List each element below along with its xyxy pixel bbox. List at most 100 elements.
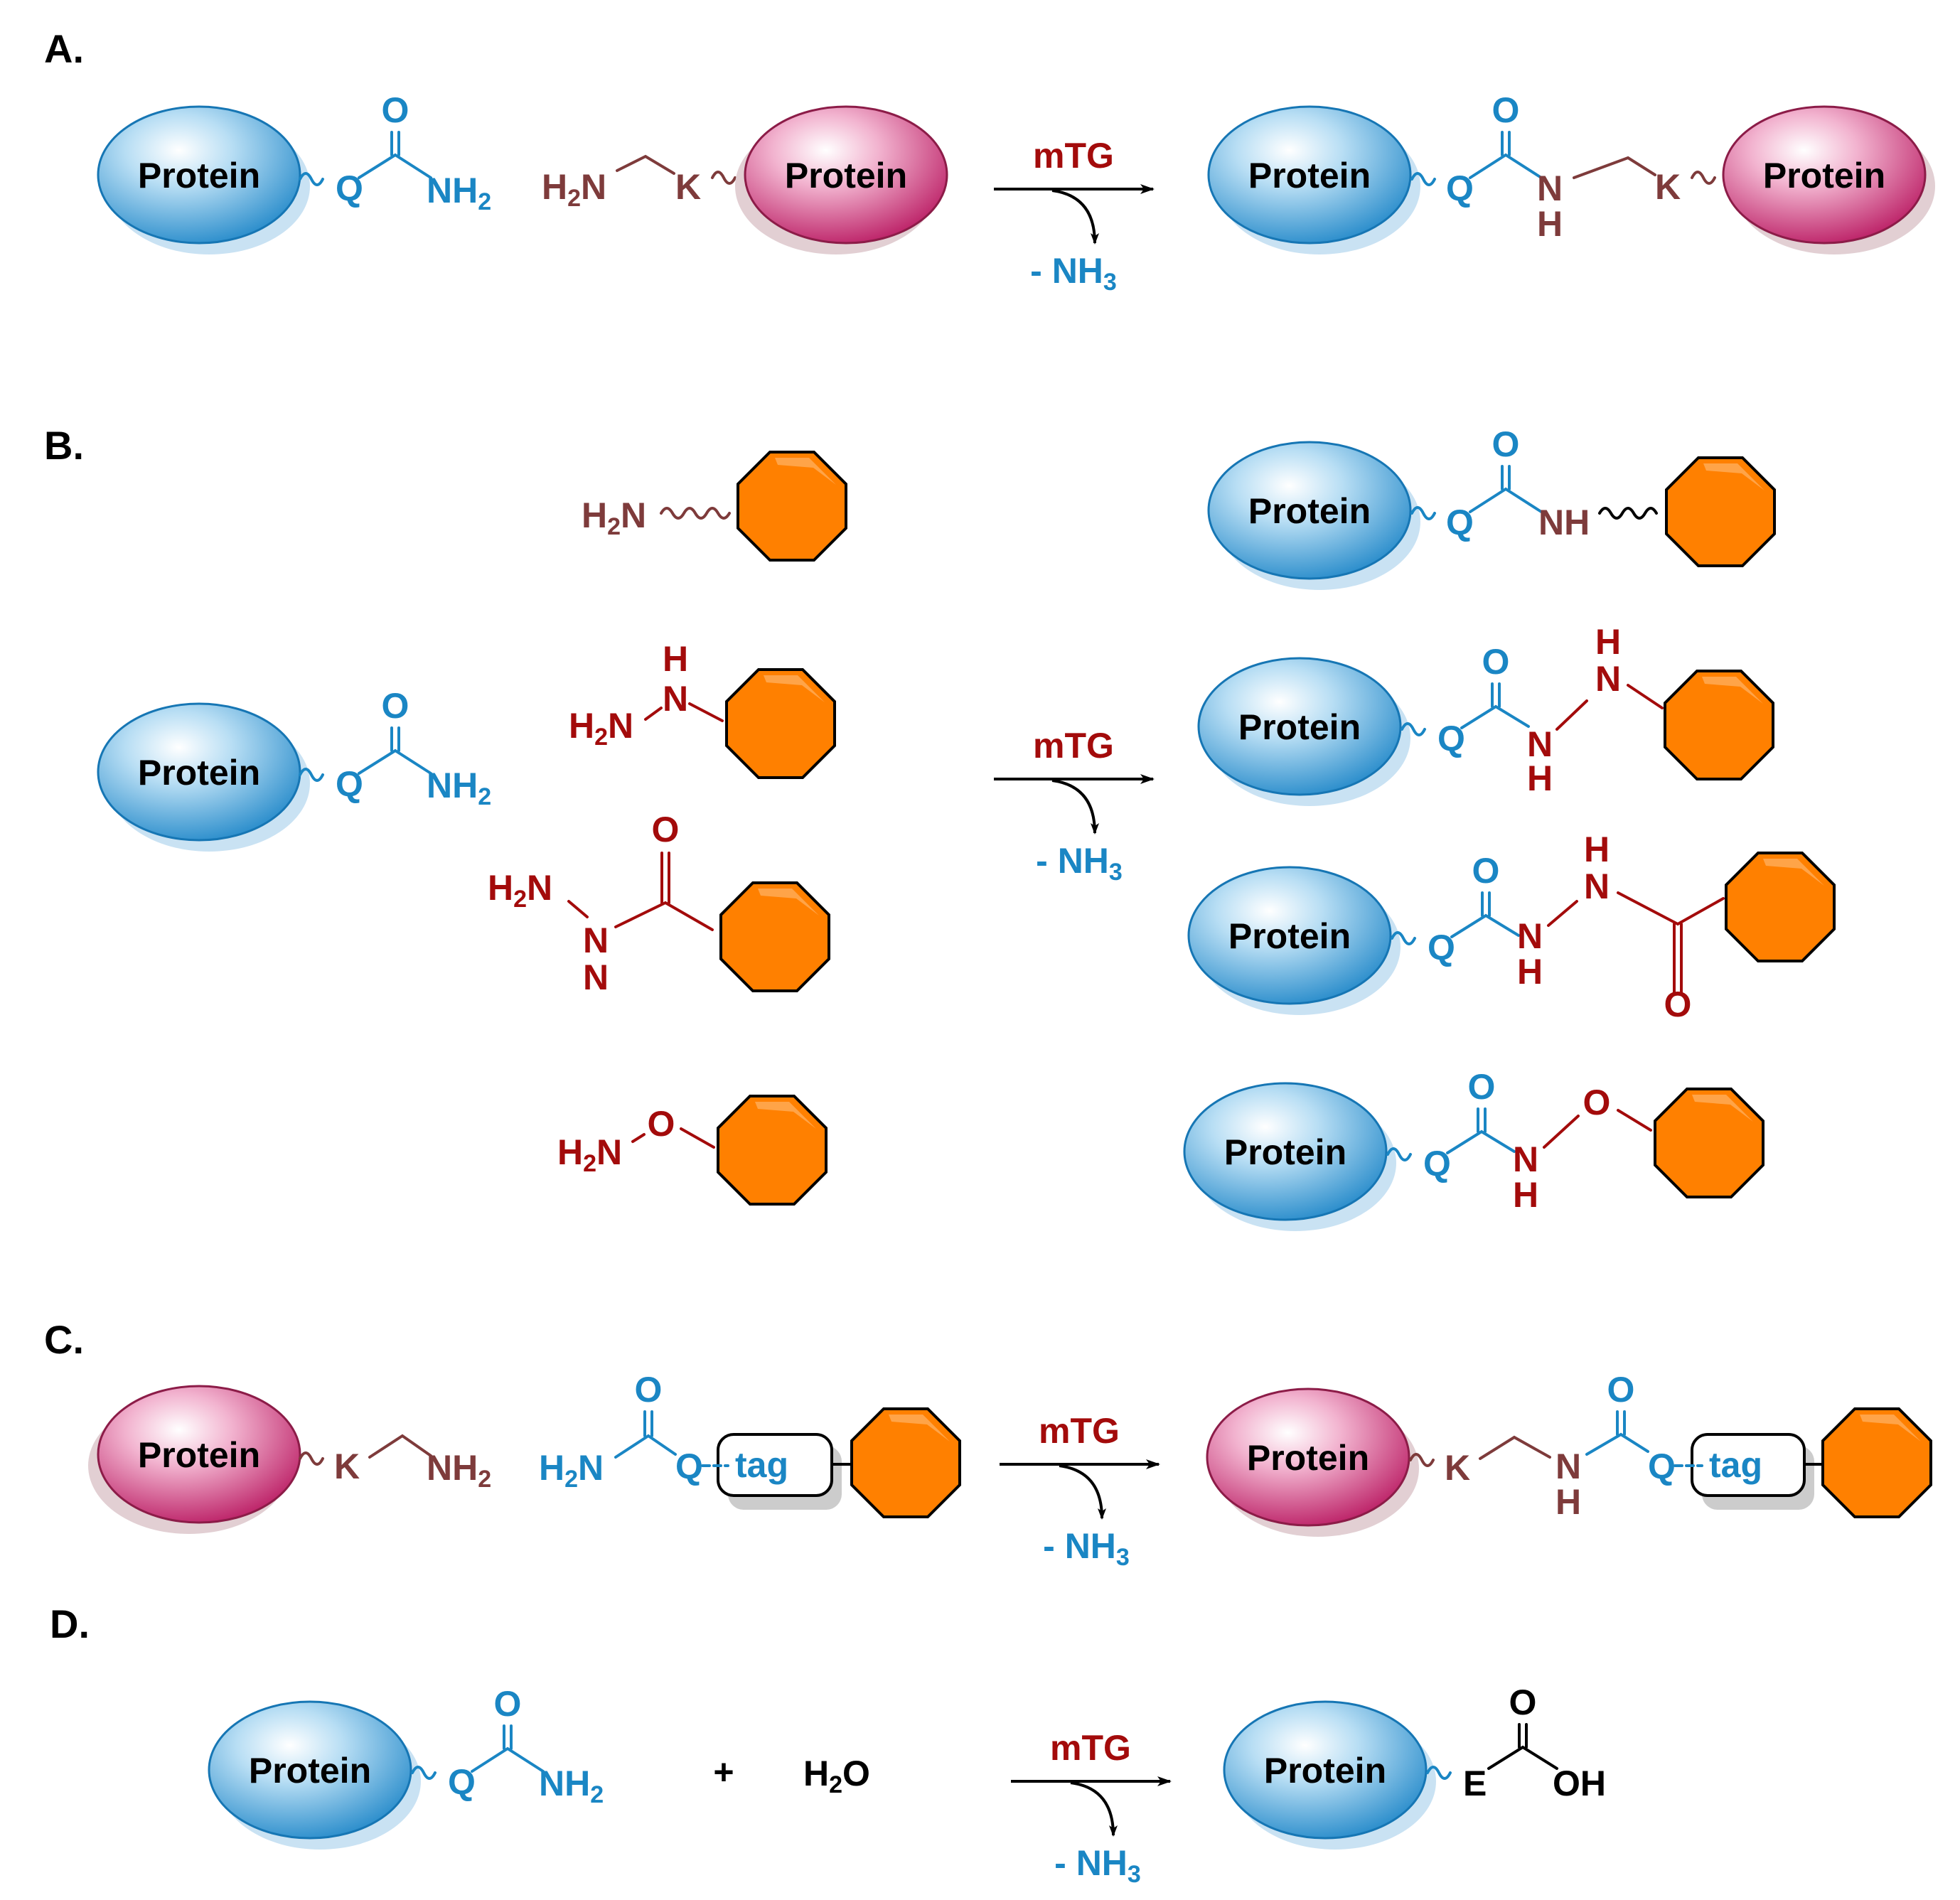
d-o-label: O xyxy=(494,1684,522,1724)
c-product-h-label: H xyxy=(1555,1482,1581,1522)
c-o-label: O xyxy=(635,1370,663,1410)
a-protein-label-1: Protein xyxy=(138,156,260,195)
b-o-label: O xyxy=(382,686,409,726)
b-product4-protein-label: Protein xyxy=(1224,1132,1346,1172)
b-amine-payload-octagon-icon xyxy=(737,451,847,562)
d-product-oh-label: OH xyxy=(1553,1764,1606,1803)
a-product-q-label: Q xyxy=(1446,168,1474,208)
b-product4-o2-label: O xyxy=(1583,1083,1611,1122)
c-product-tag-label: tag xyxy=(1709,1445,1762,1485)
b-reaction-arrow: mTG - NH3 xyxy=(994,726,1155,886)
a-product-n-label: N xyxy=(1537,168,1563,208)
b-hydrazide-n1-label: N xyxy=(583,921,609,960)
b-hydrazide-h2n-label: H2N xyxy=(488,868,552,913)
a-reactant-lysine-protein: H2N K Protein xyxy=(542,105,948,256)
c-product-k-label: K xyxy=(1445,1448,1470,1488)
a-reaction-arrow: mTG - NH3 xyxy=(994,136,1155,296)
b-hydrazine-h2n-label: H2N xyxy=(569,706,633,751)
c-h2n-label: H2N xyxy=(539,1448,604,1493)
b-hydrazide-o-label: O xyxy=(652,810,680,849)
d-nh2-label: NH2 xyxy=(539,1764,604,1808)
b-product2-n1-label: N xyxy=(1527,724,1553,764)
b-product3-o-label: O xyxy=(1472,851,1500,891)
a-product-h-label: H xyxy=(1537,204,1563,244)
c-product: Protein K N H O Q tag xyxy=(1206,1370,1932,1538)
d-byproduct-label: - NH3 xyxy=(1054,1843,1141,1888)
b-product3-h2-label: H xyxy=(1584,830,1610,869)
a-q-label: Q xyxy=(336,168,363,208)
b-product4-n-label: N xyxy=(1513,1139,1538,1179)
c-product-payload-octagon-icon xyxy=(1821,1407,1932,1518)
d-product-o-label: O xyxy=(1509,1682,1537,1722)
a-product-o-label: O xyxy=(1492,90,1520,130)
d-product-e-label: E xyxy=(1463,1764,1487,1803)
b-product3-n2-label: N xyxy=(1584,866,1610,906)
b-nh2-label: NH2 xyxy=(427,766,491,810)
b-product1-payload-octagon-icon xyxy=(1665,456,1776,567)
d-water-label: H2O xyxy=(803,1754,870,1798)
b-product2-q-label: Q xyxy=(1437,719,1465,758)
section-label-d: D. xyxy=(50,1601,90,1646)
a-o-label: O xyxy=(382,90,409,130)
d-protein-label: Protein xyxy=(249,1751,371,1791)
a-product-protein-label-2: Protein xyxy=(1763,156,1885,195)
b-product3-n1-label: N xyxy=(1517,916,1543,956)
a-enzyme-label: mTG xyxy=(1033,136,1114,176)
section-label-b: B. xyxy=(44,423,84,468)
d-enzyme-label: mTG xyxy=(1050,1728,1131,1768)
b-q-label: Q xyxy=(336,764,363,804)
c-reactant-lysine-protein: Protein K NH2 xyxy=(87,1385,491,1535)
b-product3-h1-label: H xyxy=(1517,952,1543,992)
a-protein-label-2: Protein xyxy=(785,156,907,195)
c-q-label: Q xyxy=(675,1447,703,1486)
b-product4-o-label: O xyxy=(1468,1067,1496,1107)
b-product3-protein-label: Protein xyxy=(1228,916,1351,956)
a-k-label: K xyxy=(675,167,701,207)
section-label-a: A. xyxy=(44,26,84,71)
c-byproduct-label: - NH3 xyxy=(1043,1526,1130,1571)
b-hydrazine-n-label: N xyxy=(663,679,688,719)
b-product1-o-label: O xyxy=(1492,424,1520,464)
c-protein-label: Protein xyxy=(138,1435,260,1475)
b-product4-q-label: Q xyxy=(1423,1144,1451,1184)
b-protein-label: Protein xyxy=(138,753,260,793)
b-byproduct-label: - NH3 xyxy=(1036,841,1123,886)
b-product4-payload-octagon-icon xyxy=(1654,1088,1764,1198)
b-nucleophile-alkoxyamine: H2N O xyxy=(557,1095,828,1206)
c-product-n-label: N xyxy=(1555,1447,1581,1486)
d-plus-sign: + xyxy=(713,1752,734,1792)
c-payload-octagon-icon xyxy=(850,1407,961,1518)
b-product3-o2-label: O xyxy=(1664,984,1692,1024)
b-reactant-glutamine-protein: Protein Q O NH2 xyxy=(97,686,491,853)
b-hydrazide-payload-octagon-icon xyxy=(719,881,830,992)
c-enzyme-label: mTG xyxy=(1039,1411,1120,1451)
c-nh2-label: NH2 xyxy=(427,1448,491,1493)
b-product-hydrazine: Protein Q O N H H N xyxy=(1197,622,1774,807)
b-product1-nh-label: NH xyxy=(1538,503,1590,542)
a-byproduct-label: - NH3 xyxy=(1030,251,1117,296)
b-product2-protein-label: Protein xyxy=(1238,707,1361,747)
a-reactant-glutamine-protein: Protein Q O NH2 xyxy=(97,90,491,256)
b-product4-h-label: H xyxy=(1513,1175,1538,1215)
b-product-hydrazide: Protein Q O N H H N O xyxy=(1187,830,1836,1024)
d-reactant-glutamine-protein: Protein Q O NH2 xyxy=(208,1684,604,1851)
c-tag-label: tag xyxy=(735,1445,788,1485)
b-product2-h1-label: H xyxy=(1527,758,1553,798)
a-product-k-label: K xyxy=(1655,167,1681,207)
d-q-label: Q xyxy=(448,1762,476,1802)
b-product1-q-label: Q xyxy=(1446,503,1474,542)
b-product1-protein-label: Protein xyxy=(1248,491,1371,531)
b-product3-payload-octagon-icon xyxy=(1725,852,1836,962)
b-hydrazide-n2-label: N xyxy=(583,957,609,997)
b-alkoxyamine-o-label: O xyxy=(648,1104,675,1144)
a-product-protein-label-1: Protein xyxy=(1248,156,1371,195)
c-product-q-label: Q xyxy=(1648,1447,1676,1486)
b-alkoxyamine-payload-octagon-icon xyxy=(717,1095,828,1206)
b-alkoxyamine-h2n-label: H2N xyxy=(557,1132,622,1177)
a-h2n-label: H2N xyxy=(542,167,606,212)
b-product2-n2-label: N xyxy=(1595,659,1621,699)
c-reactant-tagged-payload: H2N O Q tag xyxy=(539,1370,961,1518)
b-product2-payload-octagon-icon xyxy=(1664,670,1774,780)
b-nucleophile-hydrazine: H N H2N xyxy=(569,639,836,779)
c-product-protein-label: Protein xyxy=(1247,1438,1369,1478)
